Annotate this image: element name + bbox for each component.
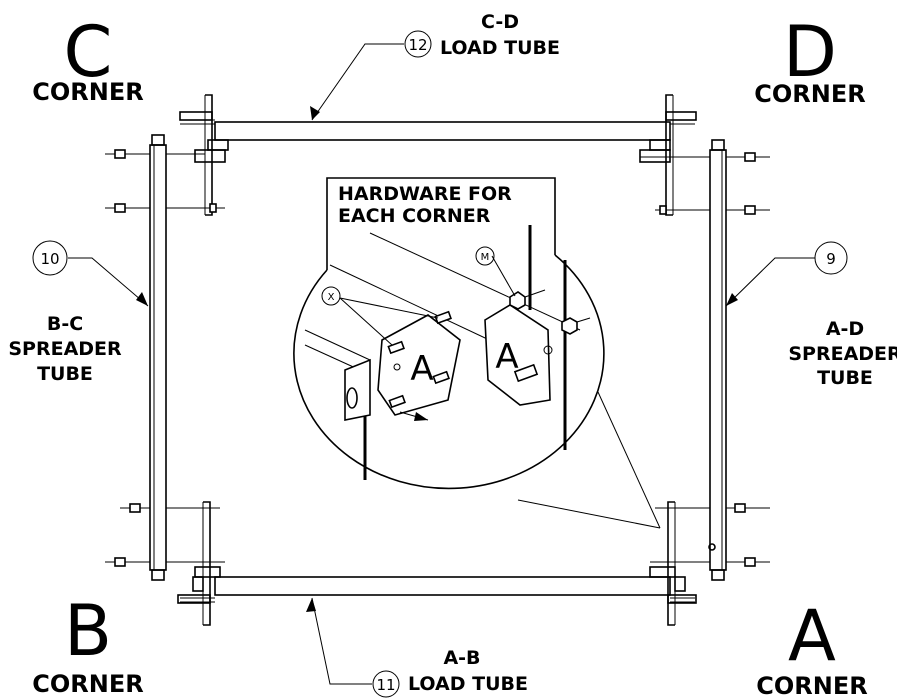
hardware-detail: [293, 177, 661, 529]
callout-bubble-m: M: [475, 246, 495, 266]
corner-c-word: CORNER: [32, 78, 143, 106]
callout-bubble-x: X: [321, 286, 341, 306]
callout-10-leader: [68, 257, 149, 307]
corner-bracket-d: [639, 94, 770, 216]
bubble-x-label: X: [328, 292, 335, 303]
corner-bracket-c: [105, 94, 229, 216]
callout-bubble-9: 9: [814, 241, 848, 275]
corner-d-word: CORNER: [754, 80, 865, 108]
ab-label-line1: A-B: [443, 647, 480, 669]
callout-10-number: 10: [40, 250, 59, 268]
callout-9-number: 9: [826, 250, 836, 268]
callout-bubble-11: 11: [372, 670, 400, 698]
bc-label-line3: TUBE: [37, 363, 93, 385]
corner-b-letter: B: [64, 590, 112, 672]
cd-label-line1: C-D: [481, 11, 519, 33]
bc-spreader-tube: [149, 134, 167, 581]
bc-label-line2: SPREADER: [8, 338, 122, 360]
detail-title-line2: EACH CORNER: [338, 205, 491, 227]
plate-left-letter: A: [410, 349, 433, 389]
detail-title-line1: HARDWARE FOR: [338, 183, 512, 205]
corner-c-letter: C: [64, 11, 113, 93]
corner-bracket-a: [649, 501, 770, 626]
corner-a-letter: A: [788, 595, 836, 677]
ab-label-line2: LOAD TUBE: [408, 673, 528, 695]
bc-label-line1: B-C: [47, 313, 83, 335]
bubble-m-label: M: [481, 252, 490, 263]
ad-label-line2: SPREADER: [788, 343, 897, 365]
corner-b-word: CORNER: [32, 670, 143, 698]
cd-label-line2: LOAD TUBE: [440, 37, 560, 59]
ab-load-tube: [180, 576, 695, 603]
corner-bracket-b: [105, 501, 225, 626]
ad-label-line3: TUBE: [817, 367, 873, 389]
callout-11-leader: [306, 597, 372, 685]
callout-9-leader: [725, 257, 815, 307]
corner-d-letter: D: [783, 11, 837, 93]
corner-a-word: CORNER: [756, 672, 867, 698]
callout-11-number: 11: [376, 676, 395, 694]
ad-spreader-tube: [708, 139, 727, 581]
cd-load-tube: [180, 119, 695, 141]
callout-bubble-10: 10: [32, 240, 68, 276]
callout-bubble-12: 12: [404, 30, 432, 58]
callout-12-leader: [310, 43, 404, 121]
callout-12-number: 12: [408, 36, 427, 54]
ad-label-line1: A-D: [826, 318, 864, 340]
plate-right-letter: A: [495, 337, 518, 377]
